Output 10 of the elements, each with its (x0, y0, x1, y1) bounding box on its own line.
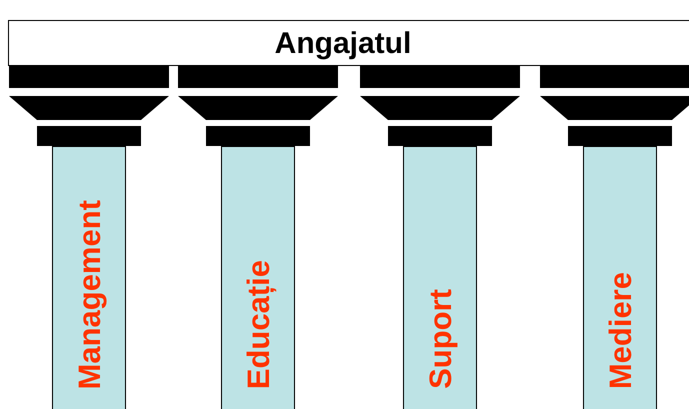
column-shaft (403, 146, 477, 409)
pillar-label: Suport (424, 289, 456, 389)
title-text: Angajatul (274, 29, 412, 59)
column-shaft (221, 146, 295, 409)
column-shaft (583, 146, 657, 409)
pillar-label: Mediere (604, 272, 636, 389)
column-shaft (52, 146, 126, 409)
roof-beam (8, 20, 689, 66)
pillar-label: Educație (242, 260, 274, 389)
pillar-label: Management (74, 200, 104, 389)
